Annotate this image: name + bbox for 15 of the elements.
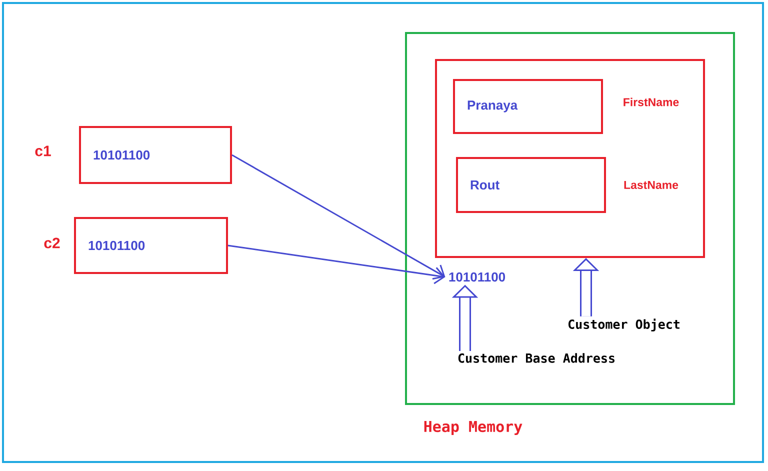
variable-name: c1 bbox=[35, 146, 51, 156]
arrow bbox=[232, 154, 446, 280]
frame-heading: Heap Memory bbox=[424, 420, 522, 436]
variable-name: c2 bbox=[44, 238, 60, 248]
value-box: Pranaya bbox=[453, 79, 603, 134]
address-text: 10101100 bbox=[449, 272, 506, 282]
arrow bbox=[228, 244, 446, 284]
value-box: Rout bbox=[456, 157, 606, 213]
caption-text: Customer Base Address bbox=[458, 353, 614, 363]
value-box: 10101100 bbox=[79, 126, 232, 184]
value-box: 10101100 bbox=[74, 217, 228, 274]
field-name: FirstName bbox=[624, 98, 679, 106]
caption-text: Customer Object bbox=[568, 318, 680, 332]
object-box bbox=[435, 59, 705, 258]
field-name: LastName bbox=[624, 181, 678, 189]
